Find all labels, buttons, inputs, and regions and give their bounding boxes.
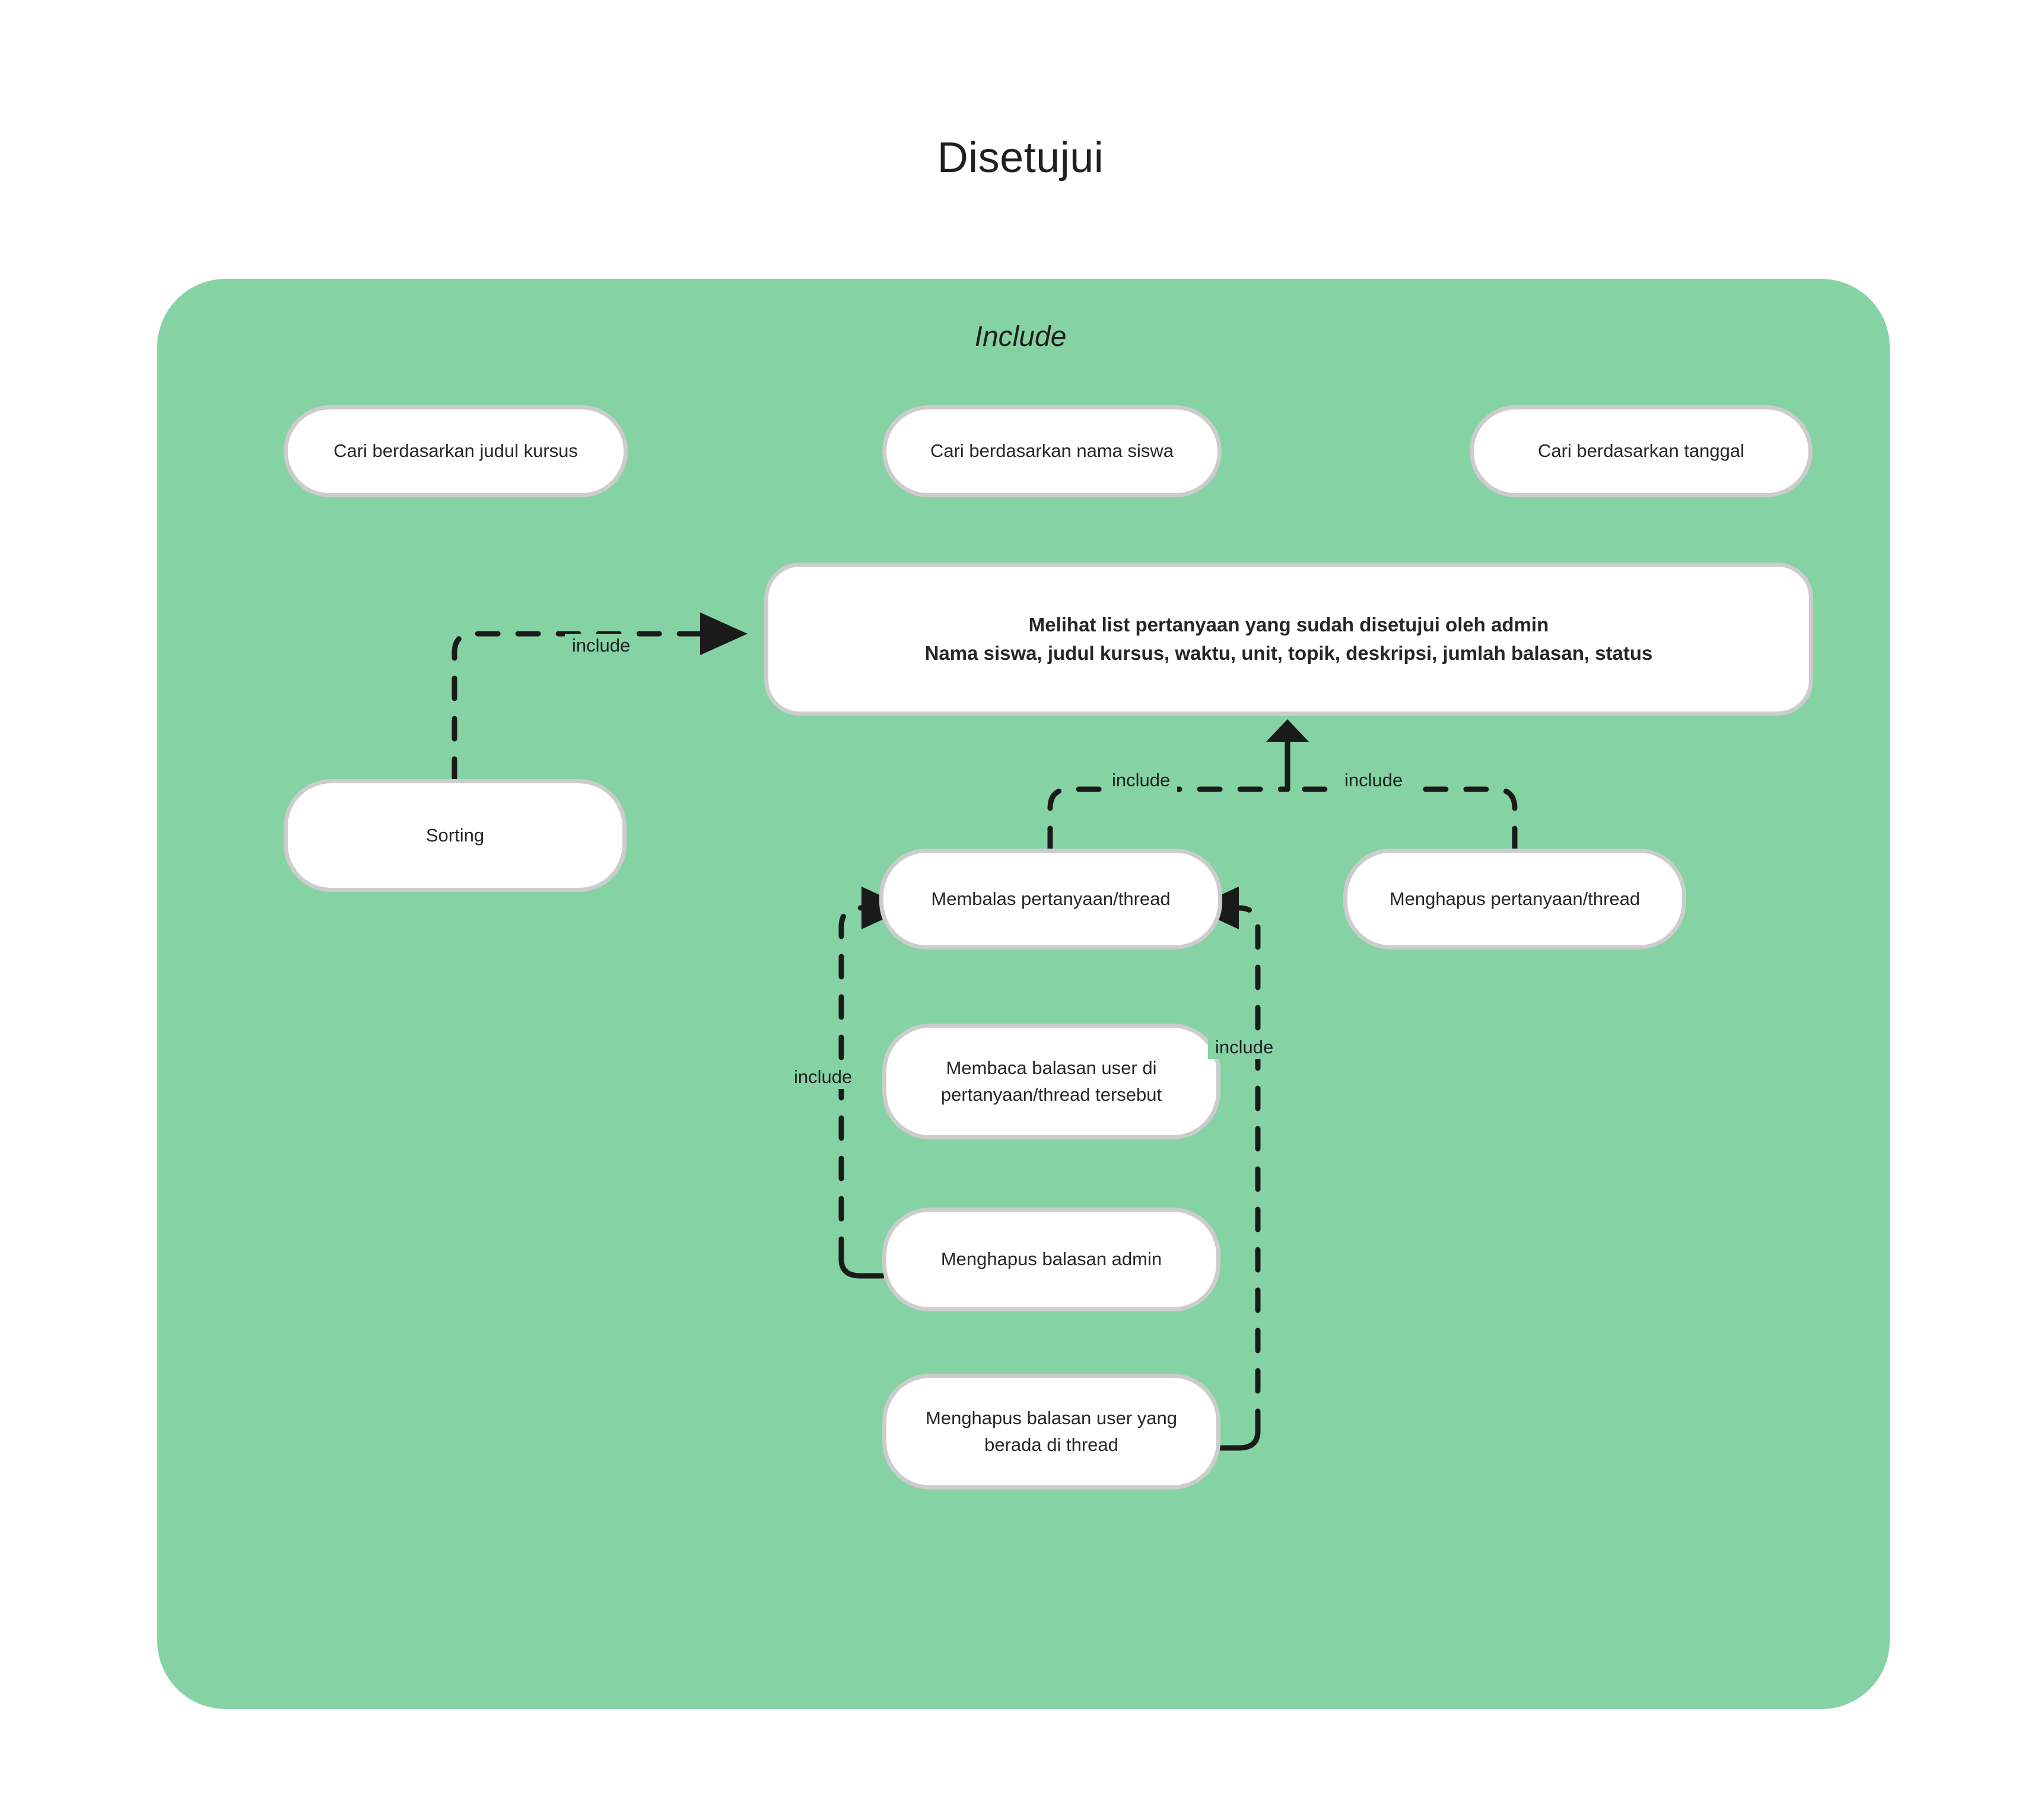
usecase-sorting[interactable]: Sorting — [284, 779, 627, 892]
usecase-delete-thread[interactable]: Menghapus pertanyaan/thread — [1343, 849, 1686, 949]
usecase-search-by-student-name[interactable]: Cari berdasarkan nama siswa — [882, 405, 1222, 497]
usecase-delete-admin-reply[interactable]: Menghapus balasan admin — [882, 1208, 1220, 1311]
edge-label-sorting-to-main: include — [565, 634, 638, 658]
package-label: Include — [974, 321, 1067, 352]
edge-label-reply-to-main: include — [1105, 768, 1178, 792]
usecase-main-list-line1: Melihat list pertanyaan yang sudah diset… — [1028, 614, 1549, 636]
usecase-search-by-course-title[interactable]: Cari berdasarkan judul kursus — [284, 405, 628, 497]
usecase-main-list[interactable]: Melihat list pertanyaan yang sudah diset… — [764, 563, 1813, 716]
edge-label-leftcolumn-to-reply: include — [787, 1065, 860, 1089]
usecase-main-list-line2: Nama siswa, judul kursus, waktu, unit, t… — [924, 642, 1653, 664]
usecase-read-user-replies[interactable]: Membaca balasan user di pertanyaan/threa… — [882, 1024, 1220, 1139]
usecase-reply-thread[interactable]: Membalas pertanyaan/thread — [879, 849, 1222, 949]
usecase-search-by-date[interactable]: Cari berdasarkan tanggal — [1470, 405, 1813, 497]
page-title: Disetujui — [937, 134, 1104, 182]
edge-label-rightcolumn-to-reply: include — [1208, 1036, 1281, 1059]
usecase-delete-user-reply[interactable]: Menghapus balasan user yang berada di th… — [882, 1374, 1220, 1489]
edge-label-deletethread-to-main: include — [1337, 768, 1410, 792]
